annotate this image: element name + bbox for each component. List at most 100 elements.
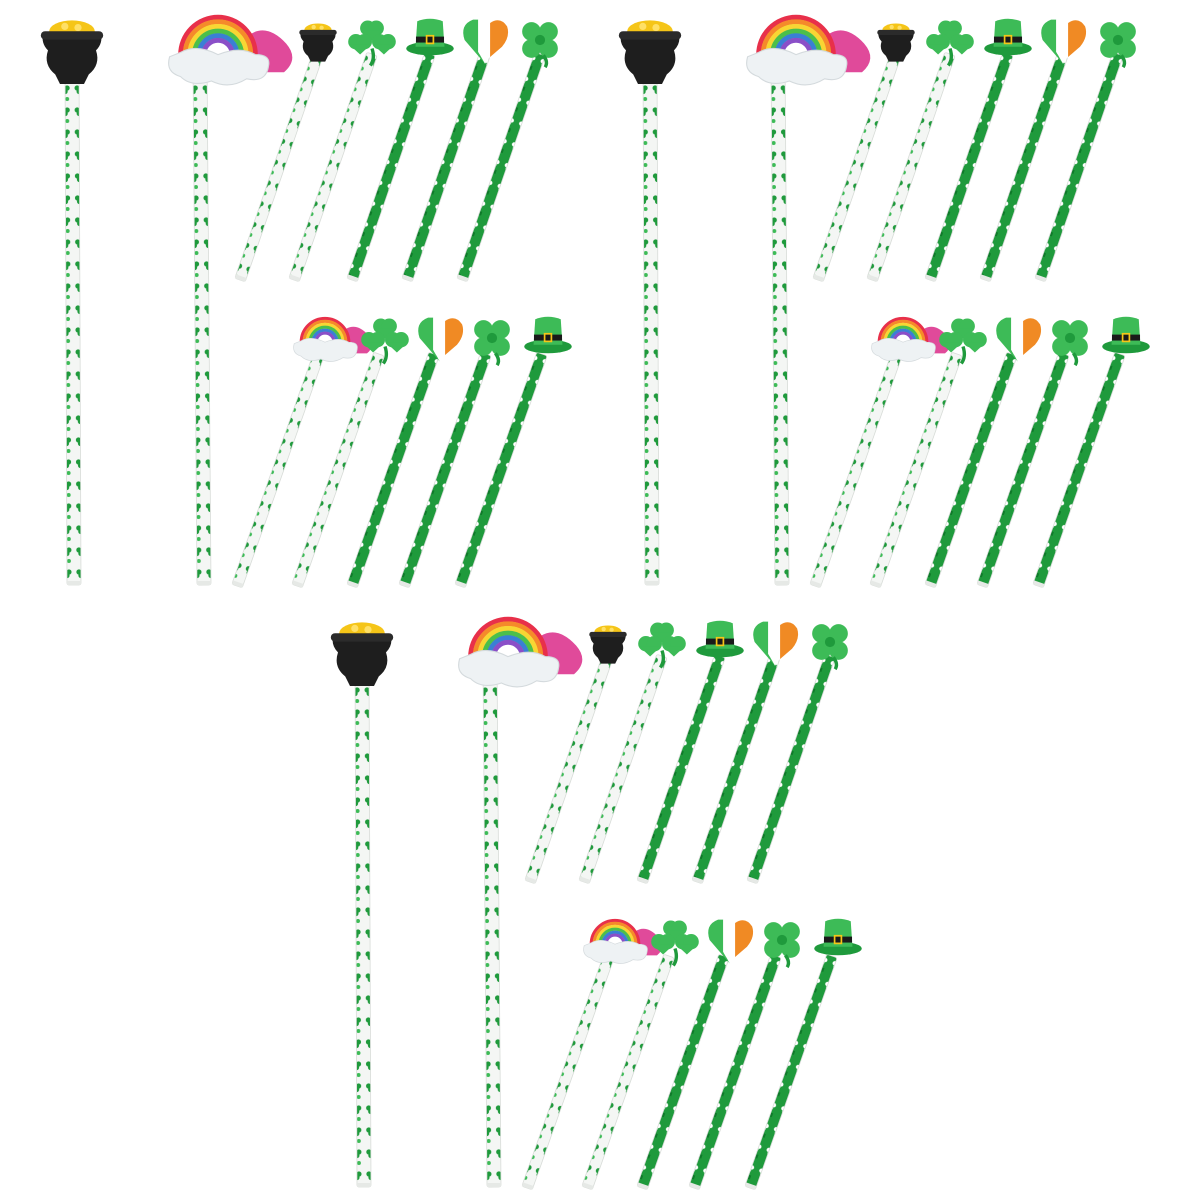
large-pencil — [330, 622, 394, 1188]
pencil-body — [924, 352, 1018, 588]
pencil-groups — [40, 14, 1150, 1190]
small-pencil-row2 — [688, 922, 800, 1190]
pencil-barrel — [642, 59, 660, 586]
small-pencil-row1 — [578, 622, 686, 884]
pencil-end — [866, 274, 879, 282]
flag-heart-eraser-icon — [1041, 19, 1087, 64]
small-pencil-row1 — [346, 18, 454, 282]
hat-eraser-icon — [406, 18, 454, 56]
pencil-group-bottom — [330, 616, 862, 1190]
small-pencil-row1 — [924, 18, 1032, 282]
pencil-end — [401, 274, 414, 282]
pencil-barrel — [770, 59, 790, 586]
small-pencil-row1 — [456, 22, 558, 282]
pencil-end — [636, 876, 649, 884]
pencil-barrel — [482, 661, 502, 1188]
pencil-group-top-left — [40, 14, 572, 588]
pencil-end — [454, 580, 467, 588]
pencil-end — [231, 580, 244, 588]
pencil-end — [196, 580, 211, 586]
pencil-end — [346, 274, 359, 282]
hat-eraser-icon — [984, 18, 1032, 56]
flag-heart-eraser-icon — [418, 317, 464, 362]
pencil-end — [746, 876, 759, 884]
pencil-body — [746, 654, 836, 884]
small-pencil-row2 — [869, 318, 987, 588]
pencil-end — [288, 274, 301, 282]
clover-eraser-icon — [1052, 320, 1088, 367]
pencil-end — [578, 876, 591, 884]
small-pencil-row2 — [521, 918, 663, 1190]
small-pencil-row2 — [809, 316, 951, 588]
small-pencil-row1 — [234, 23, 337, 282]
pencil-end — [976, 580, 989, 588]
small-pencil-row1 — [288, 20, 396, 282]
pencil-end — [524, 876, 537, 884]
pot-eraser-icon — [589, 625, 627, 664]
pot-eraser-icon — [40, 20, 104, 84]
pencil-end — [691, 876, 704, 884]
hat-eraser-icon — [1102, 316, 1150, 354]
pencil-body — [346, 352, 440, 588]
pencil-body — [869, 352, 963, 588]
pencil-body — [1034, 52, 1124, 282]
small-pencil-row2 — [231, 316, 373, 588]
pencil-end — [66, 580, 81, 586]
rainbow-eraser-icon — [746, 14, 871, 86]
pencil-end — [291, 580, 304, 588]
pencil-end — [774, 580, 789, 586]
pencil-body — [456, 52, 546, 282]
pencil-body — [581, 954, 675, 1190]
small-pencil-row1 — [746, 624, 848, 884]
flag-heart-eraser-icon — [463, 19, 509, 64]
pencil-barrel — [636, 954, 730, 1190]
shamrock-eraser-icon — [638, 622, 686, 669]
pencil-end — [1034, 274, 1047, 282]
shamrock-eraser-icon — [348, 20, 396, 67]
rainbow-eraser-icon — [583, 918, 663, 964]
small-pencil-row1 — [812, 23, 915, 282]
small-pencil-row2 — [581, 920, 699, 1190]
pencil-end — [812, 274, 825, 282]
clover-eraser-icon — [1100, 22, 1136, 69]
pencil-body — [64, 59, 82, 586]
pencil-body — [642, 59, 660, 586]
pencil-end — [636, 1182, 649, 1190]
small-pencil-row2 — [291, 318, 409, 588]
clover-eraser-icon — [764, 922, 800, 969]
clover-eraser-icon — [522, 22, 558, 69]
rainbow-eraser-icon — [458, 616, 583, 688]
pencil-body — [291, 352, 385, 588]
shamrock-eraser-icon — [939, 318, 987, 365]
pencil-end — [1032, 580, 1045, 588]
large-pencil — [40, 20, 104, 586]
small-pencil-row1 — [866, 20, 974, 282]
pencil-end — [809, 580, 822, 588]
hat-eraser-icon — [524, 316, 572, 354]
clover-eraser-icon — [812, 624, 848, 671]
large-pencil — [618, 20, 682, 586]
clover-eraser-icon — [474, 320, 510, 367]
rainbow-eraser-icon — [293, 316, 373, 362]
pencil-end — [744, 1182, 757, 1190]
small-pencil-row2 — [976, 320, 1088, 588]
small-pencil-row1 — [1034, 22, 1136, 282]
pot-eraser-icon — [877, 23, 915, 62]
pencil-body — [354, 661, 372, 1188]
pencil-body — [454, 352, 548, 588]
pencil-end — [346, 580, 359, 588]
flag-heart-eraser-icon — [753, 621, 799, 666]
pot-eraser-icon — [618, 20, 682, 84]
pencil-barrel — [346, 352, 440, 588]
pencil-body — [192, 59, 212, 586]
pencil-end — [924, 580, 937, 588]
shamrock-eraser-icon — [361, 318, 409, 365]
pencil-group-top-right — [618, 14, 1150, 588]
small-pencil-row1 — [979, 19, 1087, 282]
small-pencil-row1 — [401, 19, 509, 282]
rainbow-eraser-icon — [871, 316, 951, 362]
shamrock-eraser-icon — [651, 920, 699, 967]
pencil-end — [356, 1182, 371, 1188]
large-pencil — [168, 14, 293, 586]
